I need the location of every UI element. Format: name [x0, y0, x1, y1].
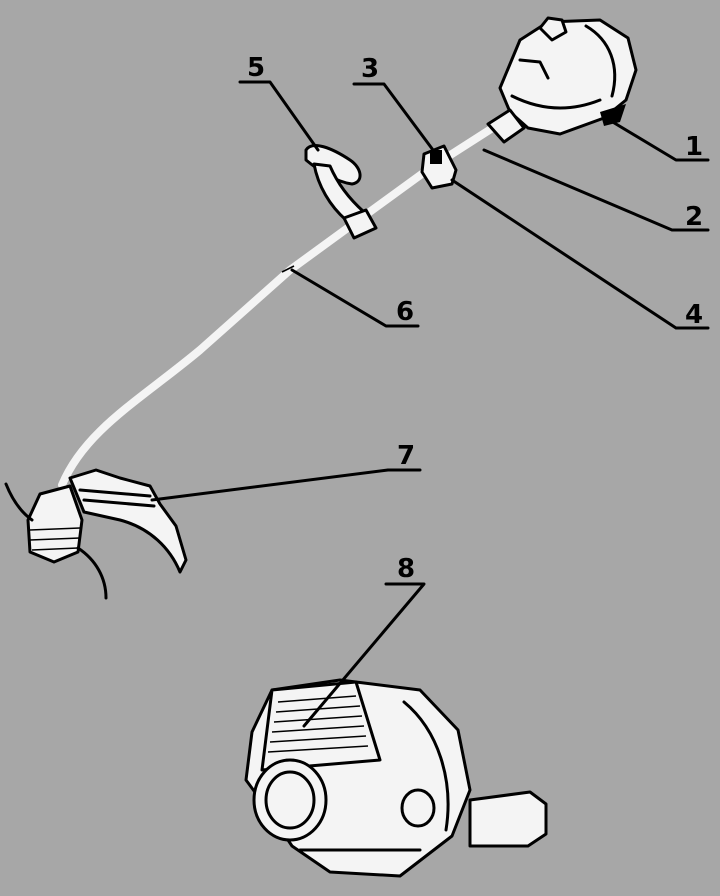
handle-clamp — [342, 208, 378, 240]
handle — [304, 144, 378, 240]
engine-output-shaft — [468, 790, 548, 848]
leader-7 — [150, 468, 422, 502]
leader-2 — [482, 148, 710, 232]
callout-1: 1 — [685, 132, 703, 162]
leader-4 — [450, 178, 710, 330]
engine-boss — [400, 788, 436, 828]
leader-8 — [302, 582, 426, 728]
callout-8: 8 — [397, 554, 415, 584]
engine-coupling — [486, 108, 526, 144]
cooling-fins — [260, 680, 382, 772]
throttle-clamp — [420, 144, 458, 190]
callout-2: 2 — [685, 202, 703, 232]
cutting-line-left — [4, 482, 34, 522]
engine-detached — [244, 678, 548, 878]
cutting-line-right — [76, 546, 108, 600]
engine-unit-top — [486, 16, 638, 144]
drive-shaft — [58, 116, 509, 489]
blade-guard — [68, 468, 188, 574]
callout-labels: 1 2 3 4 5 6 7 8 — [247, 53, 703, 584]
throttle-trigger — [430, 150, 442, 164]
callout-4: 4 — [685, 300, 703, 330]
fuel-cap — [538, 16, 568, 42]
leader-1 — [604, 116, 710, 162]
shaft-joint-mark — [281, 265, 295, 273]
callout-7: 7 — [397, 441, 415, 471]
leader-5 — [238, 80, 320, 152]
callout-5: 5 — [247, 53, 265, 83]
cutting-head-spool — [26, 484, 84, 564]
leader-6 — [290, 268, 420, 328]
trimmer-head — [4, 468, 188, 600]
callout-3: 3 — [361, 54, 379, 84]
callout-leaders — [150, 80, 710, 728]
callout-6: 6 — [396, 297, 414, 327]
leader-3 — [352, 82, 438, 156]
